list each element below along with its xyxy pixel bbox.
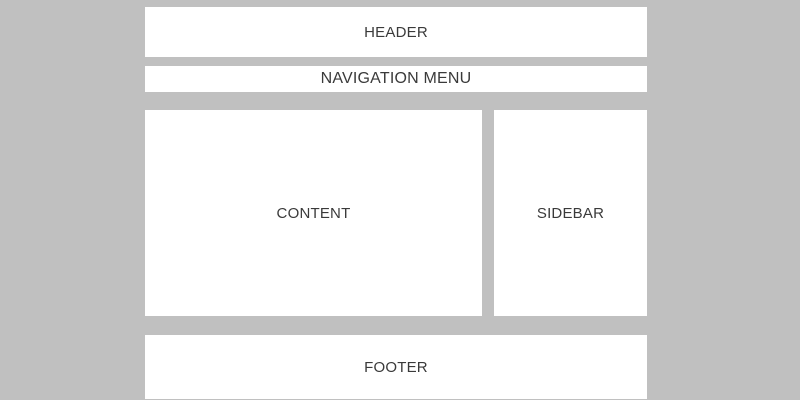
content-label: CONTENT (276, 204, 351, 222)
header-label: HEADER (364, 23, 428, 41)
sidebar-label: SIDEBAR (536, 204, 605, 222)
footer-label: FOOTER (364, 358, 428, 376)
navigation-menu-label: NAVIGATION MENU (320, 70, 472, 87)
content-block: CONTENT (145, 110, 482, 316)
header-block: HEADER (145, 7, 647, 57)
navigation-menu-block: NAVIGATION MENU (145, 66, 647, 92)
footer-block: FOOTER (145, 335, 647, 399)
sidebar-block: SIDEBAR (494, 110, 647, 316)
